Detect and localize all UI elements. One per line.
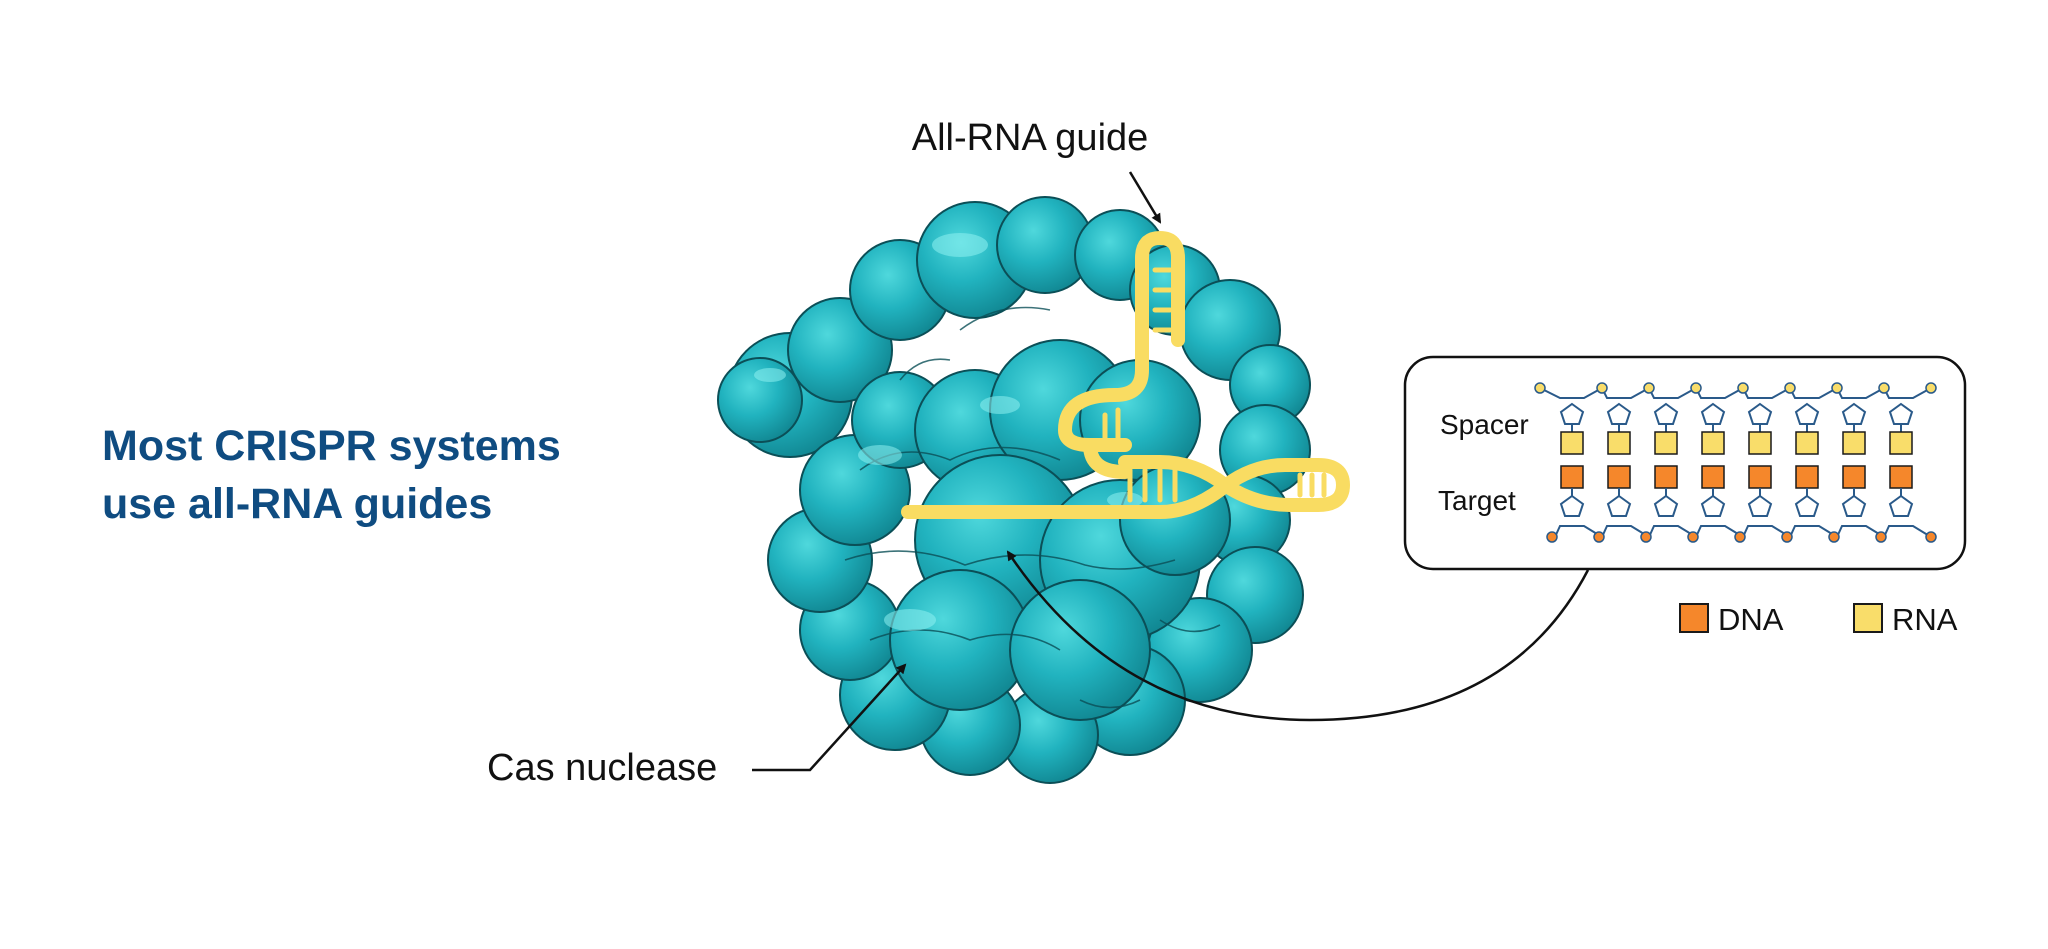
spacer-base-rna — [1607, 431, 1631, 455]
target-sugar — [1559, 494, 1585, 517]
spacer-phosphate — [1596, 382, 1608, 394]
spacer-base-rna — [1701, 431, 1725, 455]
spacer-phosphate — [1643, 382, 1655, 394]
base-pair-ladder — [1534, 382, 1937, 543]
guide-label: All-RNA guide — [912, 117, 1149, 159]
target-phosphate — [1640, 531, 1652, 543]
target-base-dna — [1748, 465, 1772, 489]
legend-dna-swatch — [1679, 603, 1709, 633]
target-base-dna — [1607, 465, 1631, 489]
spacer-phosphate — [1784, 382, 1796, 394]
guide-rna-structure — [901, 231, 1350, 519]
target-sugar — [1841, 494, 1867, 517]
guide-arrow — [1128, 171, 1162, 224]
spacer-base-rna — [1795, 431, 1819, 455]
target-label: Target — [1438, 485, 1516, 516]
target-base-dna — [1795, 465, 1819, 489]
callout-arrow — [1006, 550, 1590, 722]
target-sugar — [1700, 494, 1726, 517]
target-base-dna — [1701, 465, 1725, 489]
target-phosphate — [1781, 531, 1793, 543]
target-sugar — [1653, 494, 1679, 517]
target-phosphate — [1546, 531, 1558, 543]
legend-rna-swatch — [1853, 603, 1883, 633]
cas-nuclease-protein — [717, 196, 1311, 784]
target-phosphate — [1593, 531, 1605, 543]
target-phosphate — [1925, 531, 1937, 543]
spacer-base-rna — [1560, 431, 1584, 455]
spacer-phosphate — [1831, 382, 1843, 394]
heading-line-1: Most CRISPR systems — [102, 422, 561, 470]
spacer-base-rna — [1889, 431, 1913, 455]
target-phosphate — [1875, 531, 1887, 543]
nuclease-label: Cas nuclease — [487, 747, 717, 789]
target-base-dna — [1889, 465, 1913, 489]
spacer-phosphate — [1878, 382, 1890, 394]
spacer-base-rna — [1654, 431, 1678, 455]
target-sugar — [1794, 494, 1820, 517]
inset-panel: Spacer Target — [1403, 355, 1967, 571]
spacer-base-rna — [1842, 431, 1866, 455]
spacer-base-rna — [1748, 431, 1772, 455]
inset-frame — [1403, 355, 1967, 571]
target-sugar — [1606, 494, 1632, 517]
spacer-phosphate — [1534, 382, 1546, 394]
target-phosphate — [1828, 531, 1840, 543]
spacer-phosphate — [1737, 382, 1749, 394]
legend-rna-label: RNA — [1892, 602, 1958, 637]
legend: DNA RNA — [1679, 602, 1958, 637]
spacer-phosphate — [1925, 382, 1937, 394]
target-phosphate — [1687, 531, 1699, 543]
target-phosphate — [1734, 531, 1746, 543]
heading-line-2: use all-RNA guides — [102, 480, 493, 528]
spacer-phosphate — [1690, 382, 1702, 394]
heading: Most CRISPR systems use all-RNA guides — [102, 417, 561, 533]
legend-dna-label: DNA — [1718, 602, 1784, 637]
spacer-label: Spacer — [1440, 409, 1529, 440]
target-base-dna — [1842, 465, 1866, 489]
target-base-dna — [1560, 465, 1584, 489]
target-base-dna — [1654, 465, 1678, 489]
target-sugar — [1888, 494, 1914, 517]
nuclease-arrow — [752, 663, 907, 772]
target-sugar — [1747, 494, 1773, 517]
